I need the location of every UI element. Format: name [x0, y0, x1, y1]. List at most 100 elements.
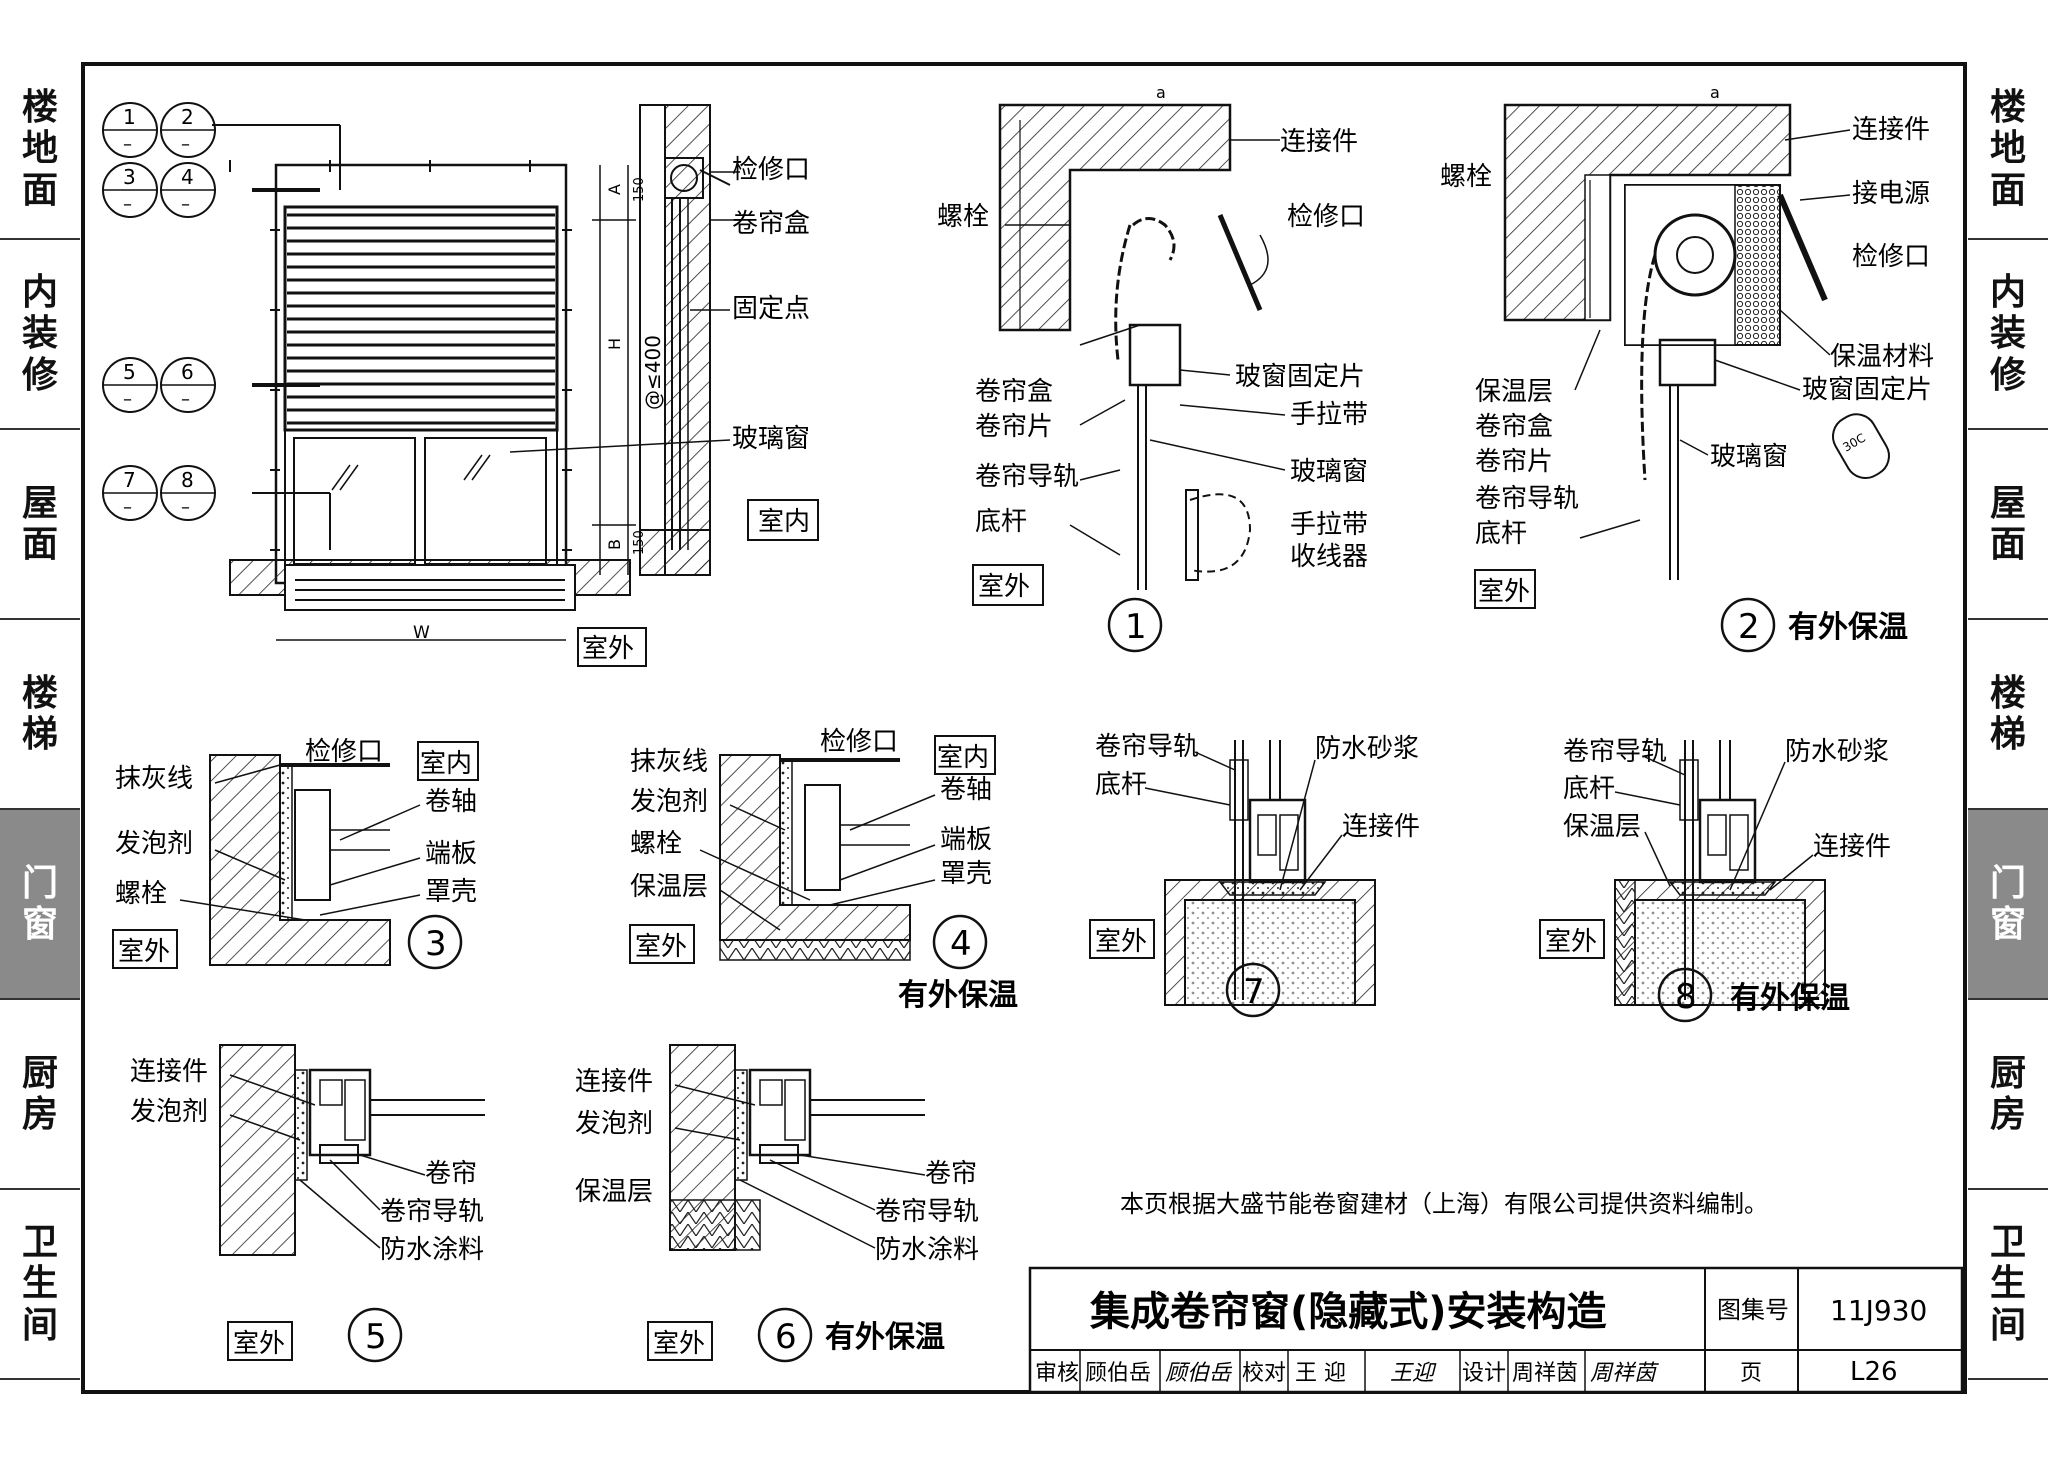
svg-text:卷帘导轨: 卷帘导轨: [975, 462, 1079, 492]
svg-text:罩壳: 罩壳: [425, 877, 477, 907]
side-tab-right-4[interactable]: 门窗: [1968, 810, 2048, 1000]
svg-text:卷轴: 卷轴: [425, 787, 477, 817]
side-tab-left-1[interactable]: 内装修: [0, 240, 80, 430]
svg-text:3: 3: [425, 924, 447, 964]
svg-text:玻璃窗: 玻璃窗: [1290, 457, 1368, 487]
svg-text:检修口: 检修口: [820, 727, 898, 757]
index-circle-2: 2–: [160, 102, 216, 158]
side-tab-left-2[interactable]: 屋面: [0, 430, 80, 620]
svg-text:底杆: 底杆: [1563, 774, 1615, 804]
svg-text:6: 6: [775, 1317, 797, 1357]
svg-text:连接件: 连接件: [130, 1057, 208, 1087]
svg-text:室外: 室外: [635, 932, 687, 962]
svg-text:卷帘片: 卷帘片: [1475, 447, 1553, 477]
svg-text:5: 5: [123, 360, 136, 384]
index-circle-1: 1–: [102, 102, 158, 158]
detail-7: 7 卷帘导轨 防水砂浆 底杆 连接件 室外: [1089, 732, 1420, 1018]
svg-text:防水涂料: 防水涂料: [380, 1235, 484, 1265]
svg-text:螺栓: 螺栓: [630, 829, 682, 859]
detail-8: 8 有外保温 卷帘导轨 防水砂浆 底杆 保温层 连接件 室外: [1539, 737, 1891, 1023]
label-fixing: 固定点: [732, 294, 810, 324]
svg-text:室内: 室内: [758, 507, 810, 537]
svg-text:发泡剂: 发泡剂: [115, 829, 193, 859]
svg-text:连接件: 连接件: [1813, 832, 1891, 862]
svg-text:检修口: 检修口: [1852, 242, 1930, 272]
svg-text:卷帘导轨: 卷帘导轨: [1095, 732, 1199, 762]
side-tab-right-2[interactable]: 屋面: [1968, 430, 2048, 620]
svg-text:保温层: 保温层: [575, 1177, 653, 1207]
side-tab-left-0[interactable]: 楼地面: [0, 60, 80, 240]
svg-text:玻窗固定片: 玻窗固定片: [1235, 362, 1365, 392]
svg-text:5: 5: [365, 1317, 387, 1357]
side-tab-left-3[interactable]: 楼梯: [0, 620, 80, 810]
index-circle-3: 3–: [102, 162, 158, 218]
svg-text:B: B: [605, 539, 624, 550]
svg-text:端板: 端板: [425, 839, 477, 869]
svg-text:检修口: 检修口: [1287, 202, 1365, 232]
svg-text:手拉带: 手拉带: [1290, 510, 1368, 540]
svg-text:8: 8: [181, 468, 194, 492]
svg-text:–: –: [181, 497, 190, 518]
detail-5: 5 连接件 发泡剂 卷帘 卷帘导轨 防水涂料 室外: [130, 1044, 485, 1363]
svg-text:室外: 室外: [978, 572, 1030, 602]
svg-text:发泡剂: 发泡剂: [575, 1109, 653, 1139]
svg-text:有外保温: 有外保温: [1788, 610, 1908, 645]
side-tab-right-3[interactable]: 楼梯: [1968, 620, 2048, 810]
svg-text:保温材料: 保温材料: [1830, 342, 1934, 372]
detail-3: 3 检修口 室内 抹灰线 卷轴 发泡剂 端板 螺栓 罩壳 室外: [112, 737, 479, 970]
detail-2: a 30C 2 有外保温 连接件 螺栓 接电源 检修口 保温材料 保温层 玻窗固…: [1440, 83, 1934, 653]
svg-text:防水砂浆: 防水砂浆: [1315, 734, 1419, 764]
svg-text:–: –: [181, 194, 190, 215]
svg-text:–: –: [181, 389, 190, 410]
svg-text:150: 150: [632, 530, 647, 555]
svg-text:室外: 室外: [653, 1329, 705, 1359]
svg-text:底杆: 底杆: [975, 507, 1027, 537]
svg-text:室外: 室外: [582, 634, 634, 664]
side-tab-right-6[interactable]: 卫生间: [1968, 1190, 2048, 1380]
svg-text:–: –: [123, 389, 132, 410]
svg-text:@≤400: @≤400: [641, 335, 665, 410]
index-circle-4: 4–: [160, 162, 216, 218]
svg-text:连接件: 连接件: [575, 1067, 653, 1097]
side-tab-left-4[interactable]: 门窗: [0, 810, 80, 1000]
svg-text:–: –: [123, 194, 132, 215]
side-tab-right-0[interactable]: 楼地面: [1968, 60, 2048, 240]
svg-text:抹灰线: 抹灰线: [115, 764, 193, 794]
svg-text:卷帘导轨: 卷帘导轨: [1563, 737, 1667, 767]
side-tab-right-1[interactable]: 内装修: [1968, 240, 2048, 430]
svg-text:H: H: [605, 338, 624, 350]
svg-text:a: a: [1156, 83, 1166, 102]
svg-text:2: 2: [181, 105, 194, 129]
svg-text:室外: 室外: [1545, 927, 1597, 957]
svg-text:7: 7: [123, 468, 136, 492]
svg-text:卷帘导轨: 卷帘导轨: [875, 1197, 979, 1227]
side-tab-left-6[interactable]: 卫生间: [0, 1190, 80, 1380]
svg-text:玻璃窗: 玻璃窗: [1710, 442, 1788, 472]
svg-text:抹灰线: 抹灰线: [630, 747, 708, 777]
svg-text:罩壳: 罩壳: [940, 859, 992, 889]
svg-text:卷轴: 卷轴: [940, 775, 992, 805]
side-tab-left-5[interactable]: 厨房: [0, 1000, 80, 1190]
svg-text:室外: 室外: [233, 1329, 285, 1359]
detail-6: 6 有外保温 连接件 发泡剂 保温层 卷帘 卷帘导轨 防水涂料 室外: [575, 1044, 979, 1363]
drawing-sheet: 1–2–3–4–5–6–7–8– A 1: [81, 62, 1967, 1394]
svg-text:6: 6: [181, 360, 194, 384]
svg-text:4: 4: [950, 924, 972, 964]
index-circle-6: 6–: [160, 357, 216, 413]
svg-text:卷帘: 卷帘: [925, 1159, 977, 1189]
drawing-title: 集成卷帘窗(隐藏式)安装构造: [1089, 1289, 1607, 1335]
overview-elevation: 1–2–3–4–5–6–7–8– A 1: [102, 102, 819, 667]
svg-text:有外保温: 有外保温: [825, 1320, 945, 1355]
svg-text:端板: 端板: [940, 825, 992, 855]
svg-text:4: 4: [181, 165, 194, 189]
svg-text:设计: 设计: [1462, 1361, 1506, 1386]
title-block: 集成卷帘窗(隐藏式)安装构造 图集号 11J930 审核 顾伯岳 顾伯岳 校对 …: [1028, 1266, 1964, 1394]
svg-text:L26: L26: [1850, 1357, 1898, 1387]
svg-text:8: 8: [1675, 977, 1697, 1017]
svg-text:收线器: 收线器: [1290, 542, 1368, 572]
svg-text:连接件: 连接件: [1280, 127, 1358, 157]
label-glass: 玻璃窗: [732, 424, 810, 454]
side-tab-right-5[interactable]: 厨房: [1968, 1000, 2048, 1190]
svg-text:图集号: 图集号: [1717, 1296, 1789, 1324]
svg-text:接电源: 接电源: [1852, 179, 1930, 209]
